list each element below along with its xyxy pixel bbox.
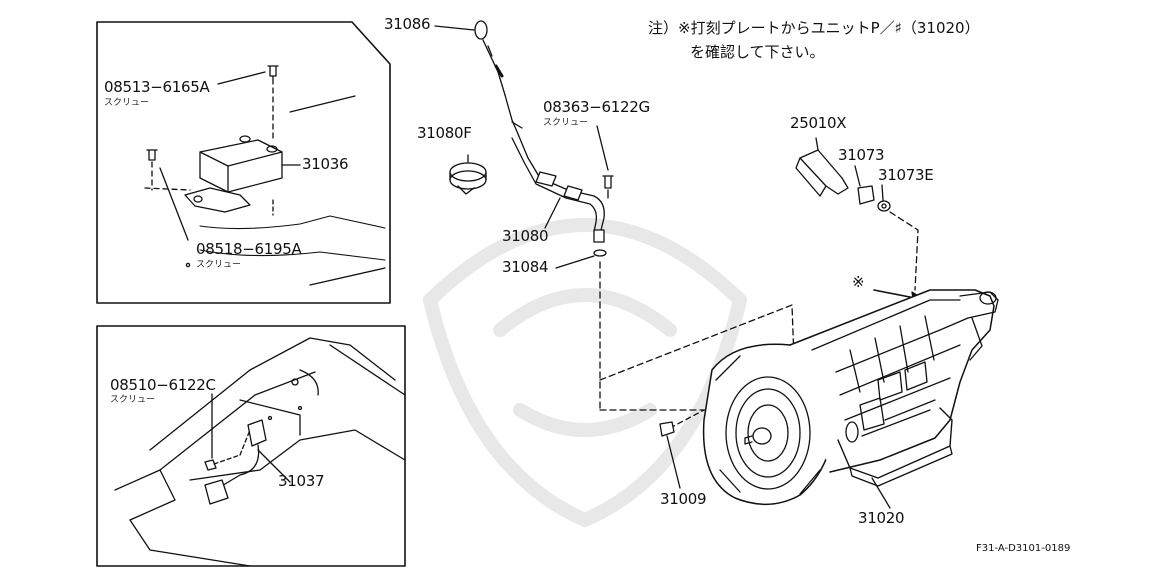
watermark-emblem [423, 218, 747, 527]
callout-08363-6122g-sub: スクリュー [543, 118, 589, 128]
callout-31036: 31036 [302, 155, 349, 173]
callout-25010x: 25010X [790, 114, 847, 132]
callout-31020: 31020 [858, 509, 905, 527]
callout-31084: 31084 [502, 258, 549, 276]
callout-08363-6122g: 08363−6122G [543, 98, 650, 116]
callout-31080: 31080 [502, 227, 549, 245]
inset-box-bottom [96, 325, 406, 567]
callout-08510-6122c-sub: スクリュー [110, 395, 156, 405]
reference-mark: ※ [852, 273, 865, 291]
callout-31073: 31073 [838, 146, 885, 164]
callout-08513-6165a-sub: スクリュー [104, 98, 150, 108]
callout-08518-6195a: 08518−6195A [196, 240, 302, 258]
figure-code: F31-A-D3101-0189 [976, 543, 1071, 554]
callout-08510-6122c: 08510−6122C [110, 376, 216, 394]
note-line-2: を確認して下さい。 [690, 43, 825, 61]
transmission-assembly [599, 289, 999, 509]
callout-08513-6165a: 08513−6165A [104, 78, 210, 96]
dipstick-assembly [434, 20, 791, 411]
callout-08518-6195a-sub: スクリュー [196, 260, 242, 270]
note-line-1: 注）※打刻プレートからユニットP／♯（31020） [648, 19, 980, 37]
callout-31073e: 31073E [878, 166, 934, 184]
callout-31009: 31009 [660, 490, 707, 508]
callout-31080f: 31080F [417, 124, 472, 142]
callout-31086: 31086 [384, 15, 431, 33]
inset-box-top [96, 21, 391, 304]
callout-31037: 31037 [278, 472, 325, 490]
